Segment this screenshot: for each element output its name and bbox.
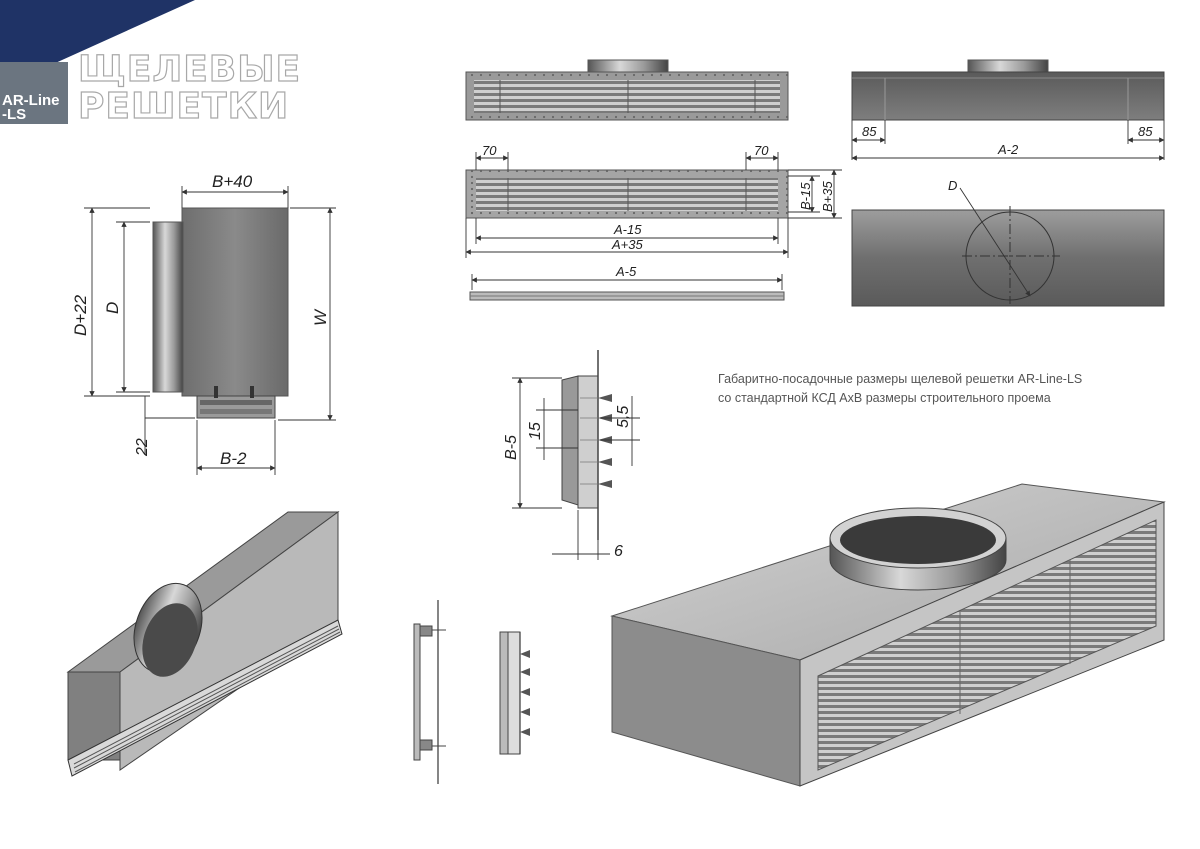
logo-badge: AR-Line -LS bbox=[0, 62, 68, 124]
description-line1: Габаритно-посадочные размеры щелевой реш… bbox=[718, 372, 1083, 386]
dim-b40: B+40 bbox=[212, 172, 253, 191]
plenum-box-side bbox=[851, 71, 1165, 121]
brand-title: ЩЕЛЕВЫЕ РЕШЕТКИ bbox=[77, 49, 302, 127]
side-view-drawing: B+40 D+22 D W 22 B-2 bbox=[71, 172, 336, 475]
description-line2: со стандартной КСД АхВ размеры строитель… bbox=[718, 391, 1051, 405]
dim-w: W bbox=[311, 308, 330, 326]
profile-section: B-5 15 5,5 6 bbox=[503, 350, 640, 560]
dim-22: 22 bbox=[134, 438, 151, 457]
dim-diameter: D bbox=[948, 178, 957, 193]
profile-sketch-left bbox=[413, 600, 446, 784]
dim-15: 15 bbox=[527, 422, 544, 440]
plenum-box-top bbox=[851, 209, 1165, 307]
logo-line1: AR-Line bbox=[2, 92, 60, 109]
side-view-flange bbox=[196, 395, 276, 419]
description-text: Габаритно-посадочные размеры щелевой реш… bbox=[718, 370, 1166, 408]
dim-70-right: 70 bbox=[754, 143, 769, 158]
box-side-view: 85 85 A-2 bbox=[851, 59, 1165, 161]
dim-a35: A+35 bbox=[611, 237, 643, 252]
side-view-spigot bbox=[152, 221, 184, 393]
dim-85-left: 85 bbox=[862, 124, 877, 139]
dim-85-right: 85 bbox=[1138, 124, 1153, 139]
dim-a15: A-15 bbox=[613, 222, 642, 237]
isometric-view-left bbox=[66, 511, 343, 777]
front-view-top bbox=[465, 59, 789, 121]
dim-a2: A-2 bbox=[997, 142, 1019, 157]
side-view-body bbox=[181, 207, 289, 397]
dim-b2: B-2 bbox=[220, 449, 247, 468]
front-view-grille: 70 70 B-15 B+35 A-15 A+35 bbox=[465, 143, 842, 258]
brand-title-line2: РЕШЕТКИ bbox=[77, 86, 290, 127]
dim-5-5: 5,5 bbox=[615, 406, 632, 428]
dim-b5: B-5 bbox=[503, 435, 520, 460]
bottom-rail-view: A-5 bbox=[469, 264, 785, 301]
isometric-view-right bbox=[610, 483, 1166, 787]
dim-a5: A-5 bbox=[615, 264, 637, 279]
box-top-view: D bbox=[851, 178, 1165, 307]
profile-sketch-right bbox=[499, 631, 530, 755]
dim-d: D bbox=[103, 302, 122, 314]
dim-b35: B+35 bbox=[820, 181, 835, 212]
brand-title-line1: ЩЕЛЕВЫЕ bbox=[77, 49, 302, 90]
logo-text: AR-Line -LS bbox=[2, 92, 60, 123]
dim-b15: B-15 bbox=[798, 182, 813, 210]
iso-left-grille bbox=[67, 619, 343, 777]
dim-6: 6 bbox=[614, 543, 623, 560]
logo-line2: -LS bbox=[2, 106, 27, 123]
dim-d22: D+22 bbox=[71, 294, 90, 336]
dim-70-left: 70 bbox=[482, 143, 497, 158]
